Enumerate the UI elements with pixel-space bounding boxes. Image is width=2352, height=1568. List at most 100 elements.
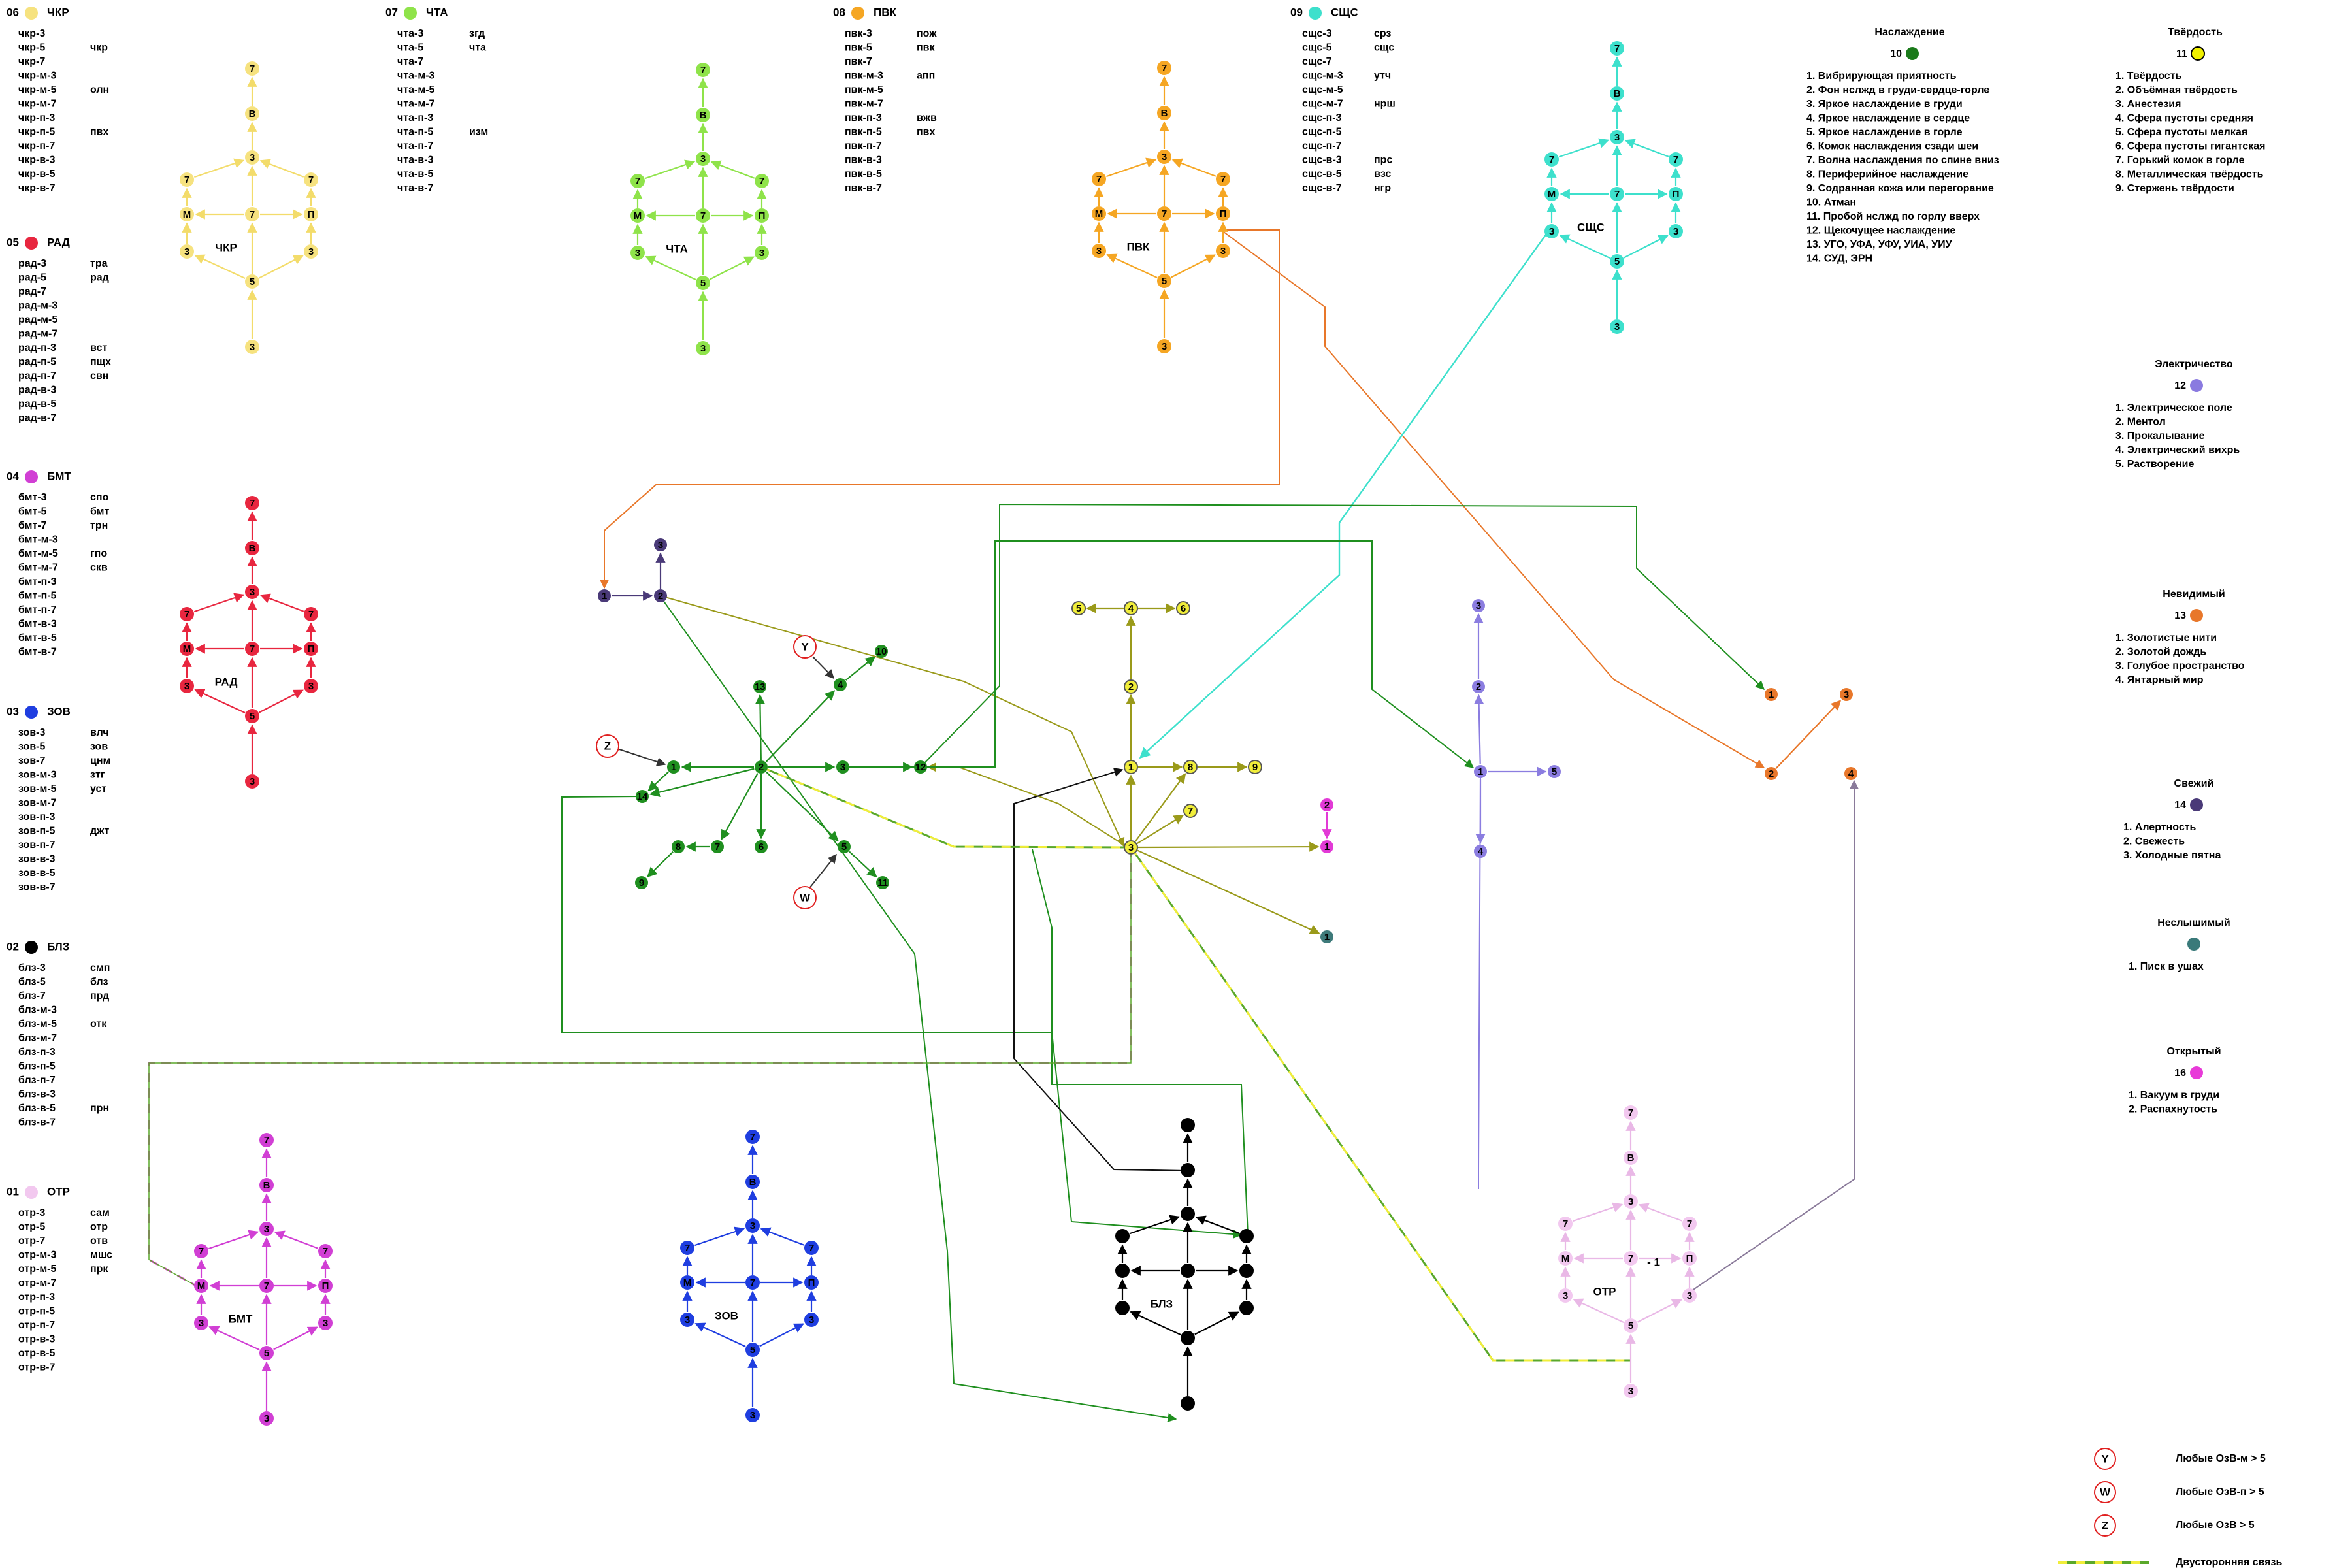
node-label: 3 [700, 343, 706, 354]
cluster-node: 3 [1181, 1396, 1195, 1411]
cluster-node: 7 [1239, 1229, 1254, 1243]
symbol-edge-y [812, 656, 834, 679]
node-label: В [1627, 1152, 1635, 1164]
node-dot [1610, 254, 1624, 269]
node-dot [1157, 274, 1171, 288]
list-code: бмт-м-7 [18, 563, 58, 574]
hardness-node: 5 [1071, 601, 1086, 615]
node-dot [1682, 1217, 1697, 1231]
electricity-node: 2 [1472, 680, 1485, 693]
node-dot [1216, 206, 1230, 221]
legend-item: 13. УГО, УФА, УФУ, УИА, УИУ [1806, 239, 1953, 250]
symbol-letter: Y [801, 640, 809, 653]
electricity-node: 1 [1474, 765, 1487, 778]
cluster-number: 05 [7, 236, 19, 248]
cluster-node: 5 [245, 274, 259, 289]
cluster-node: 3 [1610, 130, 1624, 144]
legend-item: 10. Атман [1806, 197, 1856, 208]
node-dot [194, 1316, 208, 1330]
cluster-node: 7 [194, 1244, 208, 1258]
list-code: пвк-п-3 [845, 112, 882, 123]
cluster-node: М [180, 642, 194, 656]
list-code: чкр-7 [18, 56, 45, 67]
list-code: рад-7 [18, 286, 46, 297]
edge [1136, 814, 1184, 845]
legend-item: 3. Яркое наслаждение в груди [1806, 99, 1963, 110]
cluster-node: 7 [259, 1279, 274, 1293]
node-label: 1 [1324, 841, 1330, 853]
list-code: сщс-3 [1302, 28, 1332, 39]
node-dot [1548, 765, 1561, 778]
pleasure-to-electricity [843, 540, 1475, 768]
cluster-node: П [1669, 187, 1683, 201]
cluster-node: 3 [259, 1411, 274, 1426]
two-way-hardness-bmt [148, 847, 1132, 1287]
list-abbr: уст [90, 783, 106, 794]
list-code: бмт-п-3 [18, 576, 57, 587]
node-label: М [197, 1281, 206, 1292]
node-dot [680, 1275, 694, 1290]
node-dot [654, 589, 667, 602]
list-abbr: взс [1374, 169, 1391, 180]
node-label: 7 [1185, 1120, 1190, 1131]
node-dot [1610, 130, 1624, 144]
legend-color-dot [1906, 47, 1919, 60]
two-way-hardness-otr [1130, 847, 1631, 1362]
invisible-node: 3 [1840, 688, 1853, 701]
list-code: рад-п-5 [18, 357, 56, 368]
node-label: 3 [840, 762, 845, 773]
list-abbr: отк [90, 1019, 107, 1030]
cluster-node: 3 [194, 1316, 208, 1330]
legend-item: 2. Распахнутость [2129, 1104, 2217, 1115]
list-abbr: прк [90, 1264, 108, 1275]
node-dot [1157, 339, 1171, 353]
cluster-color-dot [25, 237, 38, 250]
node-label: 8 [1188, 762, 1193, 773]
cluster-title: БМТ [47, 470, 71, 482]
node-dot [1183, 804, 1198, 818]
node-dot [755, 840, 768, 853]
electricity-line [1478, 777, 1481, 1189]
cluster-edge [1624, 139, 1669, 157]
pleasure-node: 13 [753, 680, 766, 693]
list-code: рад-5 [18, 272, 46, 284]
legend-item: 7. Волна наслаждения по спине вниз [1806, 155, 1999, 166]
list-abbr: пож [917, 28, 937, 39]
list-code: сщс-5 [1302, 42, 1332, 54]
node-label: 5 [250, 276, 255, 287]
cluster-edge [710, 256, 755, 280]
list-code: блз-п-7 [18, 1075, 56, 1086]
list-abbr: нрш [1374, 99, 1396, 110]
node-label: П [808, 1277, 815, 1288]
node-label: 7 [1549, 154, 1554, 165]
cluster-edge [274, 1230, 319, 1249]
node-dot [1558, 1251, 1573, 1266]
legend-item: 1. Алертность [2123, 822, 2197, 833]
cluster-node: 7 [180, 172, 194, 187]
pleasure-node: 3 [836, 760, 849, 774]
connector-line [1032, 849, 1249, 1235]
list-code: зов-м-7 [18, 798, 57, 809]
cluster-node: П [804, 1275, 819, 1290]
node-label: 1 [1478, 766, 1483, 777]
node-dot [1183, 760, 1198, 774]
cluster-color-dot [25, 7, 38, 20]
node-dot [245, 541, 259, 555]
cluster-node: 3 [180, 244, 194, 259]
cluster-node: 5 [1624, 1318, 1638, 1333]
node-dot [1474, 845, 1487, 858]
cluster-node: 3 [680, 1313, 694, 1327]
list-code: чкр-м-3 [18, 71, 57, 82]
legend-item: 5. Растворение [2115, 459, 2194, 470]
cluster-node: М [1544, 187, 1559, 201]
cluster-node: В [245, 541, 259, 555]
list-code: отр-м-3 [18, 1250, 56, 1261]
cluster-node: В [259, 1178, 274, 1192]
node-label: 3 [250, 776, 255, 787]
node-dot [636, 790, 649, 803]
cluster-edge [194, 689, 246, 713]
list-code: чта-3 [397, 28, 423, 39]
